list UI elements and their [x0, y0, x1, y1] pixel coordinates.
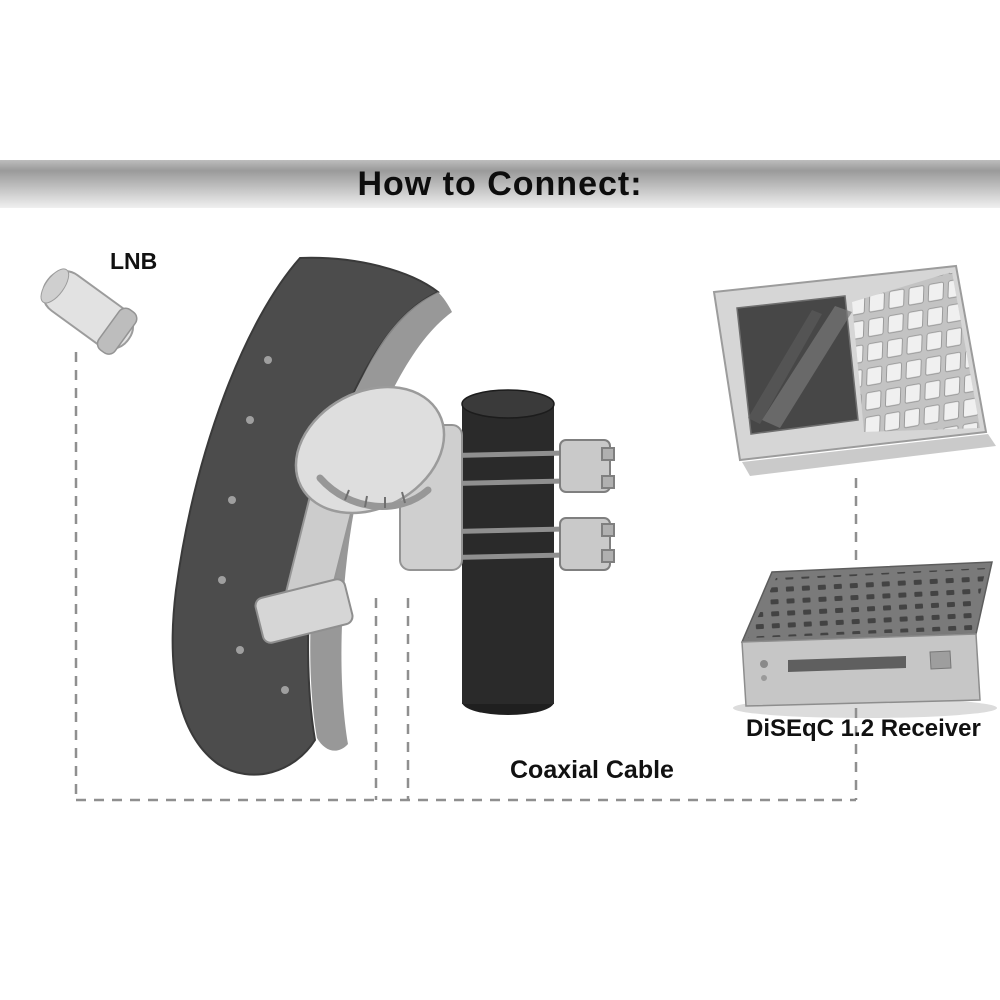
motor-scale-marks: [344, 489, 406, 508]
lnb-collar: [96, 307, 138, 355]
motor-scale-slot: [316, 474, 432, 510]
lnb-device: [40, 268, 138, 355]
page-title: How to Connect:: [357, 164, 643, 203]
clamp-nut: [601, 447, 615, 461]
dish-rivets: [218, 356, 289, 694]
receiver-card-slot: [788, 656, 906, 672]
coaxial-cable-dashed-path: [74, 352, 858, 802]
clamp-plates: [559, 439, 615, 571]
label-diseqc-receiver: DiSEqC 1.2 Receiver: [746, 715, 981, 742]
pole-shaft: [462, 402, 554, 704]
lnb-cap: [40, 268, 70, 304]
receiver-front-face: [741, 633, 981, 707]
receiver-led: [760, 660, 768, 668]
pole: [461, 389, 555, 715]
clamp-nut: [601, 475, 615, 489]
motor-mount: [254, 385, 463, 644]
clamp-nut: [601, 549, 615, 563]
clamp-nut: [601, 523, 615, 537]
mount-lower-bracket: [254, 578, 354, 644]
receiver-led-small: [761, 675, 767, 681]
laptop-shadow: [742, 434, 996, 476]
laptop: [712, 264, 996, 476]
clamp-plate-lower: [559, 517, 611, 571]
screen-glare-thin: [748, 310, 822, 424]
motor-housing: [294, 385, 446, 515]
clamp-plate-upper: [559, 439, 611, 493]
title-banner: How to Connect:: [0, 160, 1000, 208]
pole-top: [461, 389, 555, 419]
screen-glare: [762, 306, 852, 428]
label-coaxial-cable: Coaxial Cable: [510, 756, 674, 784]
keyboard-keys: [852, 272, 980, 432]
receiver-button: [929, 650, 952, 670]
diseqc-receiver: [733, 561, 997, 718]
receiver-top-vents: [748, 568, 986, 638]
label-lnb: LNB: [110, 248, 158, 274]
